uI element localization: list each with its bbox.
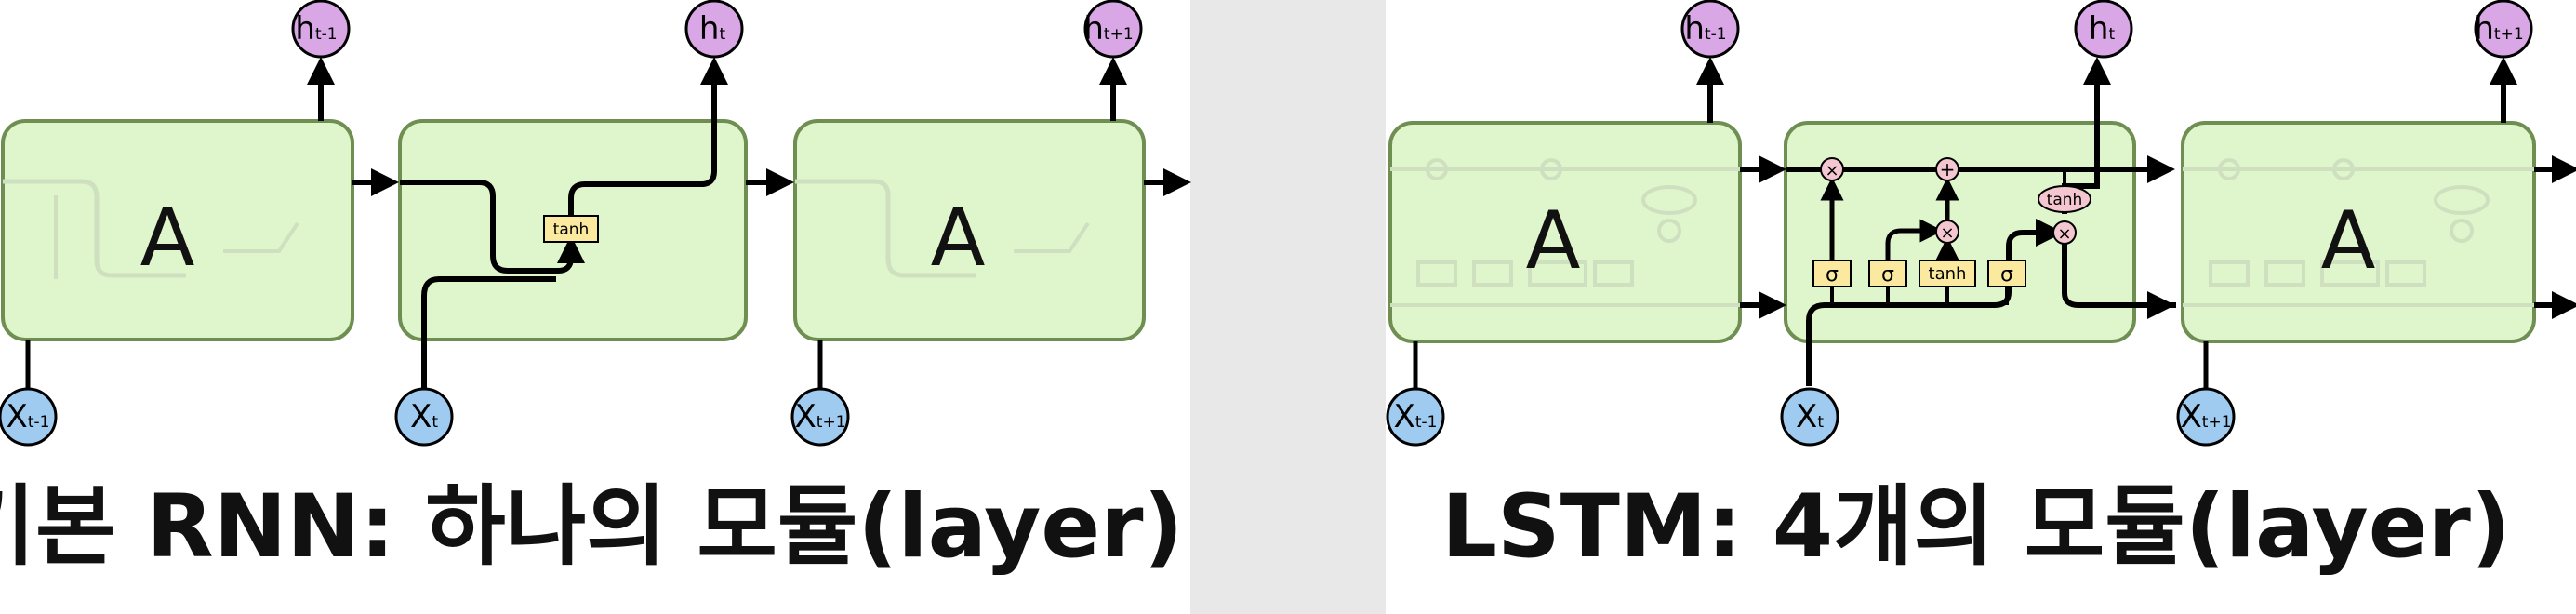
svg-text:σ: σ: [1826, 263, 1839, 287]
rnn-cell-current: tanh: [398, 57, 748, 409]
svg-text:×: ×: [1940, 223, 1954, 243]
svg-text:×: ×: [2057, 224, 2071, 244]
svg-text:ht+1: ht+1: [1083, 10, 1133, 47]
panel-divider: [1190, 0, 1386, 614]
lstm-title: LSTM: 4개의 모듈(layer): [1441, 476, 2511, 578]
multiply-op: [2052, 220, 2077, 245]
svg-text:×: ×: [1825, 161, 1839, 180]
svg-text:Xt: Xt: [1796, 398, 1824, 435]
output-node-h-t+1: ht+1: [1083, 0, 1143, 59]
svg-text:Xt+1: Xt+1: [2180, 398, 2231, 435]
lstm-cell-next: A: [2181, 121, 2536, 343]
input-node-x-t+1: Xt+1: [790, 387, 850, 447]
input-node-x-t-1: Xt-1: [1386, 387, 1445, 447]
svg-text:tanh: tanh: [1929, 264, 1967, 284]
tanh-op: [2038, 185, 2091, 213]
lstm-cell-current: × + × tanh × σ σ tanh σ: [1784, 57, 2175, 386]
cell-label: A: [1526, 194, 1581, 287]
svg-text:ht: ht: [699, 10, 726, 47]
svg-text:σ: σ: [1881, 263, 1894, 287]
output-gate: σ: [1987, 260, 2026, 287]
svg-text:ht-1: ht-1: [295, 10, 337, 47]
tanh-layer-box: [543, 215, 599, 243]
input-gate: σ: [1868, 260, 1907, 287]
cell-label: A: [931, 192, 986, 285]
svg-text:Xt-1: Xt-1: [1394, 398, 1438, 435]
svg-text:Xt+1: Xt+1: [794, 398, 845, 435]
output-node-h-t: ht: [2074, 0, 2133, 59]
svg-text:ht-1: ht-1: [1684, 10, 1726, 47]
svg-text:σ: σ: [2000, 263, 2013, 287]
input-node-x-t: Xt: [394, 387, 454, 447]
tanh-label: tanh: [553, 220, 590, 239]
svg-text:ht: ht: [2089, 10, 2116, 47]
lstm-panel: A × + ×: [1386, 0, 2576, 578]
rnn-cell-prev: A: [1, 119, 354, 341]
output-node-h-t: ht: [684, 0, 744, 59]
cell-label: A: [140, 192, 195, 285]
svg-text:Xt-1: Xt-1: [7, 398, 50, 435]
multiply-op: [1820, 157, 1844, 181]
input-node-x-t-1: Xt-1: [0, 387, 58, 447]
rnn-panel: A tanh A ht-1: [0, 0, 1191, 578]
output-node-h-t-1: ht-1: [1680, 0, 1740, 59]
svg-text:Xt: Xt: [410, 398, 438, 435]
svg-text:tanh: tanh: [2047, 191, 2083, 209]
output-node-h-t+1: ht+1: [2474, 0, 2533, 59]
rnn-title: 기본 RNN: 하나의 모듈(layer): [0, 476, 1183, 578]
output-node-h-t-1: ht-1: [291, 0, 351, 59]
candidate-gate: tanh: [1919, 260, 1976, 287]
add-op: [1935, 157, 1959, 181]
multiply-op: [1935, 220, 1959, 244]
forget-gate: σ: [1812, 260, 1852, 287]
rnn-cell-next: A: [793, 119, 1146, 341]
cell-label: A: [2321, 194, 2376, 287]
input-node-x-t: Xt: [1780, 387, 1839, 447]
input-node-x-t+1: Xt+1: [2176, 387, 2236, 447]
svg-text:+: +: [1940, 158, 1956, 180]
svg-text:ht+1: ht+1: [2474, 10, 2523, 47]
lstm-cell-prev: A: [1388, 121, 1742, 343]
